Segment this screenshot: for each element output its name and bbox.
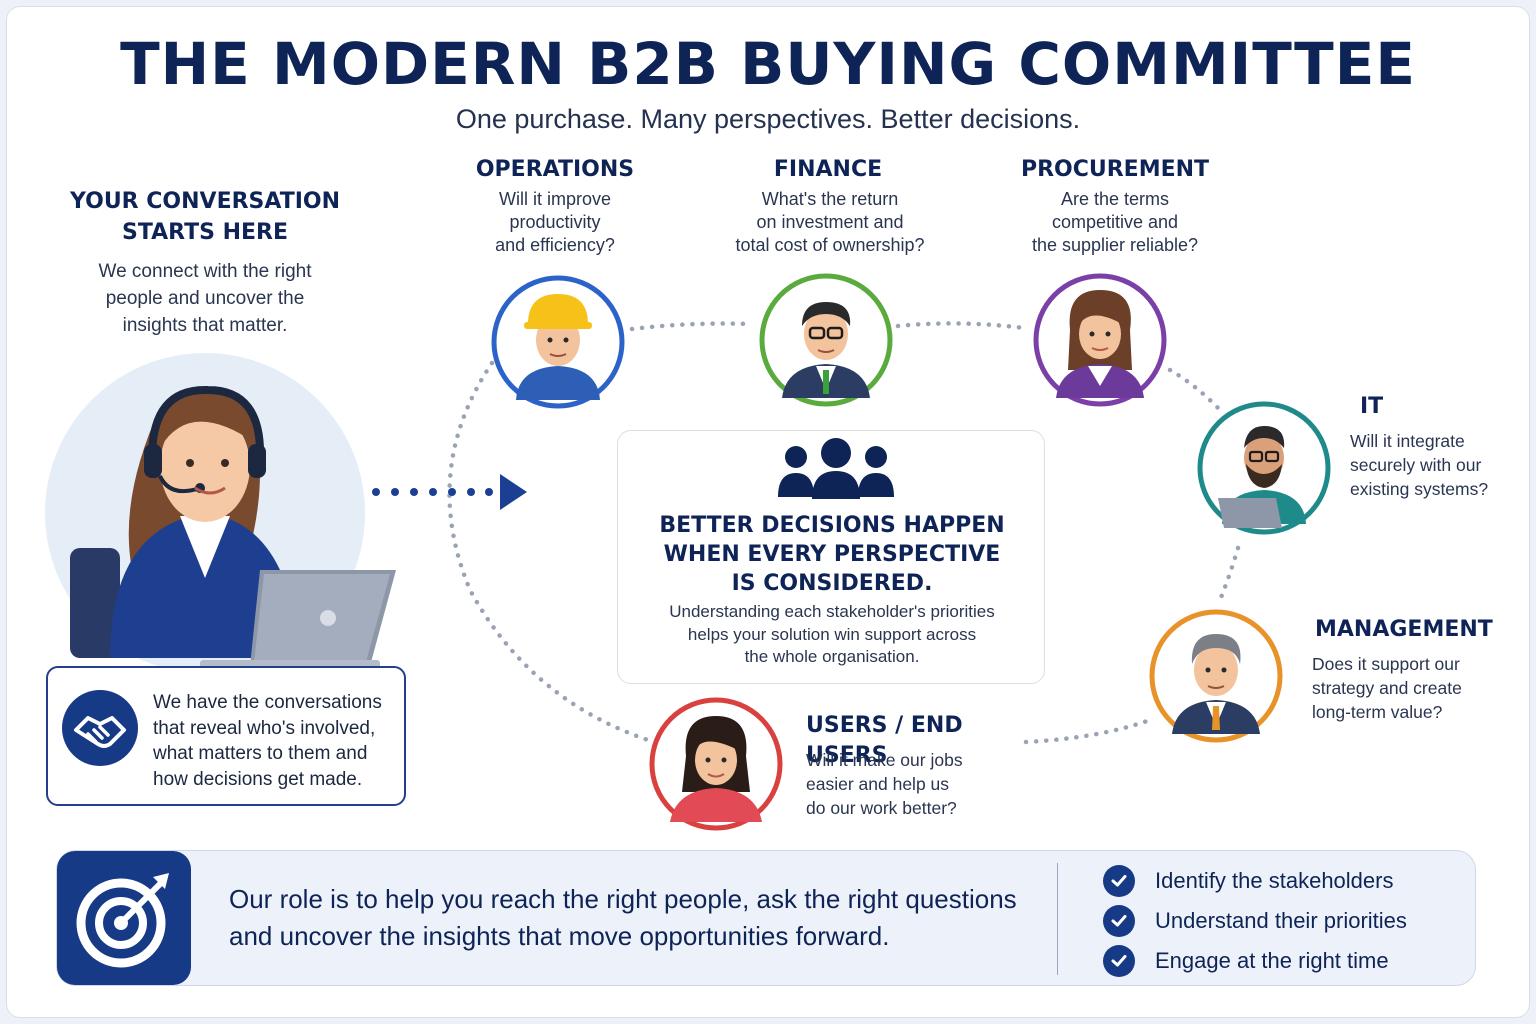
operations-avatar — [491, 275, 625, 409]
management-avatar — [1149, 609, 1283, 743]
users-heading: USERS / END USERS — [806, 713, 963, 768]
management-heading: MANAGEMENT — [1315, 617, 1493, 642]
connector-it-to-management — [1217, 545, 1241, 603]
checklist-label: Engage at the right time — [1155, 948, 1389, 973]
role-bar: Our role is to help you reach the right … — [56, 850, 1476, 986]
target-arrow-icon — [57, 851, 191, 985]
check-circle-icon — [1103, 865, 1135, 897]
finance-question: What's the return on investment and tota… — [735, 189, 925, 255]
checklist-label: Understand their priorities — [1155, 908, 1407, 933]
dotted-arrow — [372, 474, 527, 510]
conversation-card-text: We have the conversations that reveal wh… — [153, 692, 382, 790]
center-message-box: BETTER DECISIONS HAPPEN WHEN EVERY PERSP… — [617, 430, 1045, 684]
intro-body: We connect with the right people and unc… — [98, 261, 312, 336]
checklist-item: Understand their priorities — [1103, 904, 1407, 938]
check-circle-icon — [1103, 905, 1135, 937]
finance-heading: FINANCE — [773, 157, 883, 182]
operations-heading: OPERATIONS — [475, 157, 635, 182]
connector-ops-to-finance — [629, 321, 753, 332]
handshake-icon — [62, 690, 138, 766]
users-avatar — [649, 697, 783, 831]
management-question: Does it support our strategy and create … — [1312, 654, 1462, 722]
finance-avatar — [759, 273, 893, 407]
page-subtitle: One purchase. Many perspectives. Better … — [455, 104, 1081, 134]
connector-procurement-to-it — [1167, 367, 1223, 413]
procurement-avatar — [1033, 273, 1167, 407]
center-body: Understanding each stakeholder's priorit… — [669, 602, 995, 666]
checklist-label: Identify the stakeholders — [1155, 868, 1394, 893]
role-statement: Our role is to help you reach the right … — [229, 884, 1017, 951]
it-avatar — [1197, 401, 1331, 535]
arrow-head-icon — [500, 474, 527, 510]
checklist-item: Identify the stakeholders — [1103, 864, 1393, 898]
divider — [1057, 863, 1058, 975]
people-group-icon — [778, 438, 894, 499]
operations-question: Will it improve productivity and efficie… — [495, 189, 615, 255]
intro-heading: YOUR CONVERSATION STARTS HERE — [69, 189, 341, 245]
customer-service-agent-icon — [45, 353, 396, 673]
center-heading: BETTER DECISIONS HAPPEN WHEN EVERY PERSP… — [659, 513, 1005, 596]
check-circle-icon — [1103, 945, 1135, 977]
page-title: THE MODERN B2B BUYING COMMITTEE — [120, 30, 1416, 98]
users-question: Will it make our jobs easier and help us… — [806, 750, 963, 818]
procurement-heading: PROCUREMENT — [1020, 157, 1210, 182]
checklist-item: Engage at the right time — [1103, 944, 1389, 978]
conversation-card: We have the conversations that reveal wh… — [46, 666, 406, 806]
it-question: Will it integrate securely with our exis… — [1350, 431, 1489, 499]
procurement-question: Are the terms competitive and the suppli… — [1031, 189, 1199, 255]
it-heading: IT — [1360, 394, 1384, 419]
connector-finance-to-procurement — [895, 321, 1027, 331]
